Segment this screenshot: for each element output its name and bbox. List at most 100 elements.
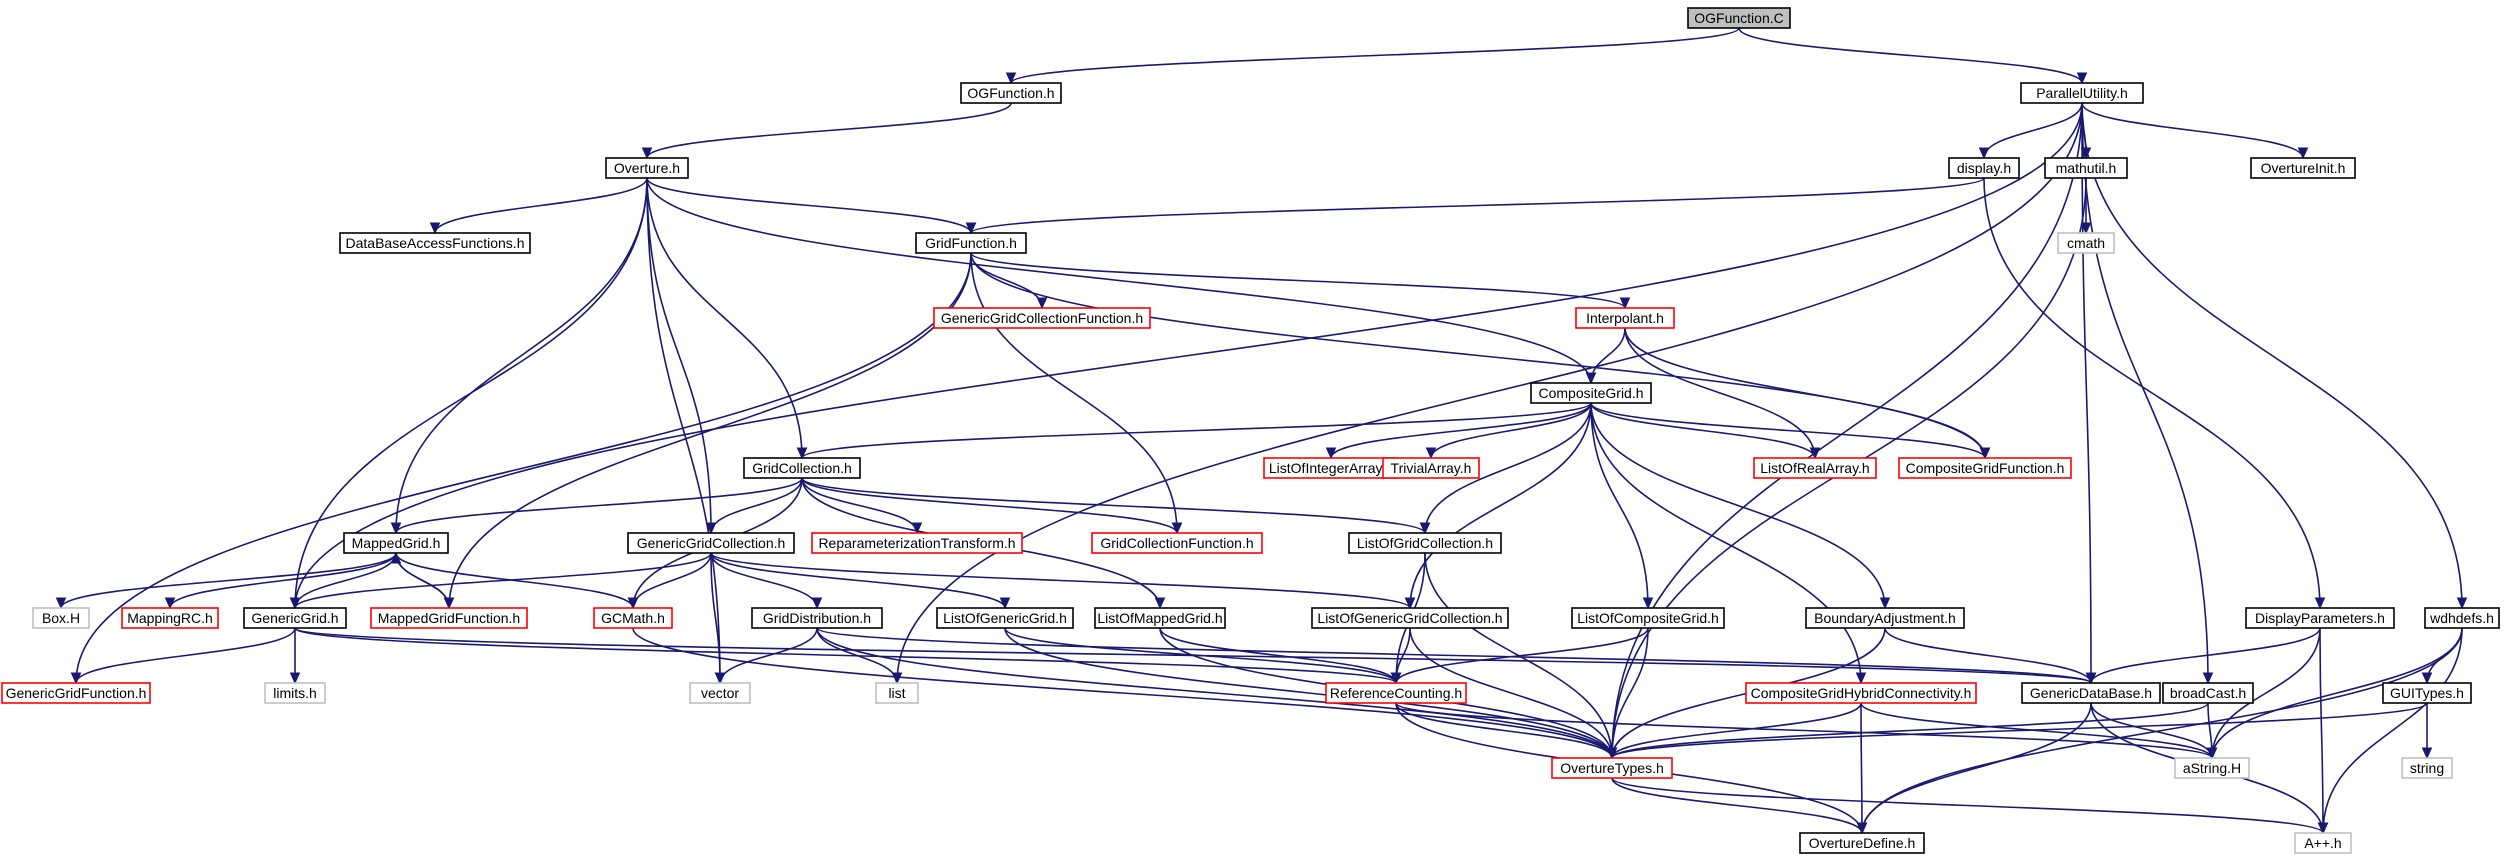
node-listofrealarray-h[interactable]: ListOfRealArray.h bbox=[1753, 457, 1877, 479]
node-label: MappingRC.h bbox=[127, 610, 213, 626]
edge-listofcompositegrid-h-to-referencecounting-h bbox=[1390, 627, 1649, 685]
node-overtureinit-h[interactable]: OvertureInit.h bbox=[2250, 157, 2356, 179]
edge-overturetypes-h-to-a-h bbox=[1611, 777, 2329, 835]
node-boundaryadjustment-h[interactable]: BoundaryAdjustment.h bbox=[1805, 607, 1965, 629]
edge-gridfunction-h-to-genericgridcollectionfunction-h bbox=[970, 252, 1048, 310]
node-label: GridDistribution.h bbox=[763, 610, 871, 626]
node-genericgridcollectionfunction-h[interactable]: GenericGridCollectionFunction.h bbox=[933, 307, 1151, 329]
node-parallelutility-h[interactable]: ParallelUtility.h bbox=[2020, 82, 2144, 104]
node-listofgenericgridcollection-h[interactable]: ListOfGenericGridCollection.h bbox=[1311, 607, 1509, 629]
node-genericgrid-h[interactable]: GenericGrid.h bbox=[243, 607, 347, 629]
edge-mappedgrid-h-to-gcmath-h bbox=[395, 552, 639, 610]
node-ogfunction-c[interactable]: OGFunction.C bbox=[1687, 7, 1791, 29]
edge-compositegrid-h-to-compositegridfunction-h bbox=[1590, 402, 1991, 460]
edge-parallelutility-h-to-overturetypes-h bbox=[1606, 102, 2083, 760]
node-label: ReferenceCounting.h bbox=[1330, 685, 1462, 701]
node-genericdatabase-h[interactable]: GenericDataBase.h bbox=[2021, 682, 2161, 704]
edge-genericgridcollection-h-to-gcmath-h bbox=[627, 552, 712, 610]
node-label: OGFunction.h bbox=[967, 85, 1054, 101]
edge-interpolant-h-to-compositegridfunction-h bbox=[1624, 327, 1991, 460]
node-reparameterizationtransform-h[interactable]: ReparameterizationTransform.h bbox=[811, 532, 1023, 554]
node-label: CompositeGrid.h bbox=[1538, 385, 1643, 401]
node-label: MappedGrid.h bbox=[352, 535, 441, 551]
node-mappedgridfunction-h[interactable]: MappedGridFunction.h bbox=[370, 607, 528, 629]
node-label: ParallelUtility.h bbox=[2036, 85, 2128, 101]
edge-compositegrid-h-to-trivialarray-h bbox=[1425, 402, 1592, 460]
node-trivialarray-h[interactable]: TrivialArray.h bbox=[1382, 457, 1480, 479]
node-label: GenericGridCollection.h bbox=[637, 535, 786, 551]
node-label: ListOfCompositeGrid.h bbox=[1577, 610, 1719, 626]
edge-overture-h-to-gridfunction-h bbox=[646, 177, 977, 235]
node-listofmappedgrid-h[interactable]: ListOfMappedGrid.h bbox=[1094, 607, 1226, 629]
node-ogfunction-h[interactable]: OGFunction.h bbox=[960, 82, 1062, 104]
node-referencecounting-h[interactable]: ReferenceCounting.h bbox=[1325, 682, 1467, 704]
edge-layer bbox=[55, 27, 2468, 835]
node-mathutil-h[interactable]: mathutil.h bbox=[2044, 157, 2128, 179]
edge-parallelutility-h-to-genericdatabase-h bbox=[2081, 102, 2097, 685]
node-gcmath-h[interactable]: GCMath.h bbox=[593, 607, 673, 629]
edge-listofcompositegrid-h-to-overturetypes-h bbox=[1606, 627, 1649, 760]
node-astring-h[interactable]: aString.H bbox=[2174, 757, 2250, 779]
node-genericgridcollection-h[interactable]: GenericGridCollection.h bbox=[627, 532, 795, 554]
node-vector[interactable]: vector bbox=[689, 682, 751, 704]
edge-genericgridcollection-h-to-griddistribution-h bbox=[710, 552, 823, 610]
edge-compositegrid-h-to-listofcompositegrid-h bbox=[1590, 402, 1654, 610]
node-label: GridFunction.h bbox=[925, 235, 1017, 251]
node-label: Interpolant.h bbox=[1586, 310, 1664, 326]
node-a-h[interactable]: A++.h bbox=[2294, 832, 2352, 854]
edge-display-h-to-displayparameters-h bbox=[1983, 177, 2326, 610]
node-wdhdefs-h[interactable]: wdhdefs.h bbox=[2424, 607, 2500, 629]
node-listofgridcollection-h[interactable]: ListOfGridCollection.h bbox=[1348, 532, 1502, 554]
node-limits-h[interactable]: limits.h bbox=[264, 682, 326, 704]
node-label: ListOfRealArray.h bbox=[1760, 460, 1869, 476]
node-label: ListOfGridCollection.h bbox=[1357, 535, 1493, 551]
node-overture-h[interactable]: Overture.h bbox=[605, 157, 689, 179]
node-label: ListOfGenericGridCollection.h bbox=[1317, 610, 1502, 626]
node-databaseaccessfunctions-h[interactable]: DataBaseAccessFunctions.h bbox=[339, 232, 531, 254]
node-gridcollection-h[interactable]: GridCollection.h bbox=[743, 457, 861, 479]
edge-genericgridcollection-h-to-genericgrid-h bbox=[289, 552, 712, 610]
node-listofcompositegrid-h[interactable]: ListOfCompositeGrid.h bbox=[1571, 607, 1725, 629]
node-overturetypes-h[interactable]: OvertureTypes.h bbox=[1551, 757, 1673, 779]
edge-griddistribution-h-to-list bbox=[816, 627, 903, 685]
node-listofintegerarray-h[interactable]: ListOfIntegerArray.h bbox=[1263, 457, 1399, 479]
edge-genericgrid-h-to-limits-h bbox=[289, 628, 301, 685]
node-label: Overture.h bbox=[614, 160, 680, 176]
node-label: aString.H bbox=[2183, 760, 2241, 776]
edge-boundaryadjustment-h-to-genericdatabase-h bbox=[1884, 627, 2097, 685]
node-compositegridhybridconnectivity-h[interactable]: CompositeGridHybridConnectivity.h bbox=[1745, 682, 1977, 704]
node-display-h[interactable]: display.h bbox=[1948, 157, 2020, 179]
node-genericgridfunction-h[interactable]: GenericGridFunction.h bbox=[1, 682, 151, 704]
edge-compositegrid-h-to-boundaryadjustment-h bbox=[1590, 402, 1891, 610]
node-displayparameters-h[interactable]: DisplayParameters.h bbox=[2245, 607, 2395, 629]
node-mappingrc-h[interactable]: MappingRC.h bbox=[121, 607, 219, 629]
node-gridfunction-h[interactable]: GridFunction.h bbox=[915, 232, 1027, 254]
node-overturedefine-h[interactable]: OvertureDefine.h bbox=[1799, 832, 1925, 854]
node-label: CompositeGridFunction.h bbox=[1906, 460, 2065, 476]
node-griddistribution-h[interactable]: GridDistribution.h bbox=[751, 607, 883, 629]
edge-broadcast-h-to-overturetypes-h bbox=[1606, 702, 2209, 760]
edge-mappedgrid-h-to-genericgrid-h bbox=[289, 552, 397, 610]
node-label: GridCollectionFunction.h bbox=[1100, 535, 1253, 551]
edge-compositegrid-h-to-listofrealarray-h bbox=[1590, 402, 1821, 460]
node-label: ListOfMappedGrid.h bbox=[1097, 610, 1222, 626]
node-list[interactable]: list bbox=[875, 682, 919, 704]
node-broadcast-h[interactable]: broadCast.h bbox=[2162, 682, 2254, 704]
edge-interpolant-h-to-compositegrid-h bbox=[1585, 327, 1626, 385]
node-compositegrid-h[interactable]: CompositeGrid.h bbox=[1530, 382, 1652, 404]
node-mappedgrid-h[interactable]: MappedGrid.h bbox=[343, 532, 449, 554]
node-string[interactable]: string bbox=[2401, 757, 2453, 779]
edge-parallelutility-h-to-overtureinit-h bbox=[2081, 102, 2309, 160]
edge-displayparameters-h-to-genericdatabase-h bbox=[2085, 627, 2321, 685]
node-guitypes-h[interactable]: GUITypes.h bbox=[2382, 682, 2472, 704]
node-cmath[interactable]: cmath bbox=[2057, 232, 2115, 254]
node-label: BoundaryAdjustment.h bbox=[1814, 610, 1956, 626]
node-box-h[interactable]: Box.H bbox=[32, 607, 90, 629]
node-interpolant-h[interactable]: Interpolant.h bbox=[1575, 307, 1675, 329]
node-label: GridCollection.h bbox=[752, 460, 852, 476]
node-gridcollectionfunction-h[interactable]: GridCollectionFunction.h bbox=[1091, 532, 1263, 554]
node-listofgenericgrid-h[interactable]: ListOfGenericGrid.h bbox=[936, 607, 1074, 629]
node-compositegridfunction-h[interactable]: CompositeGridFunction.h bbox=[1898, 457, 2072, 479]
node-label: GenericDataBase.h bbox=[2030, 685, 2152, 701]
